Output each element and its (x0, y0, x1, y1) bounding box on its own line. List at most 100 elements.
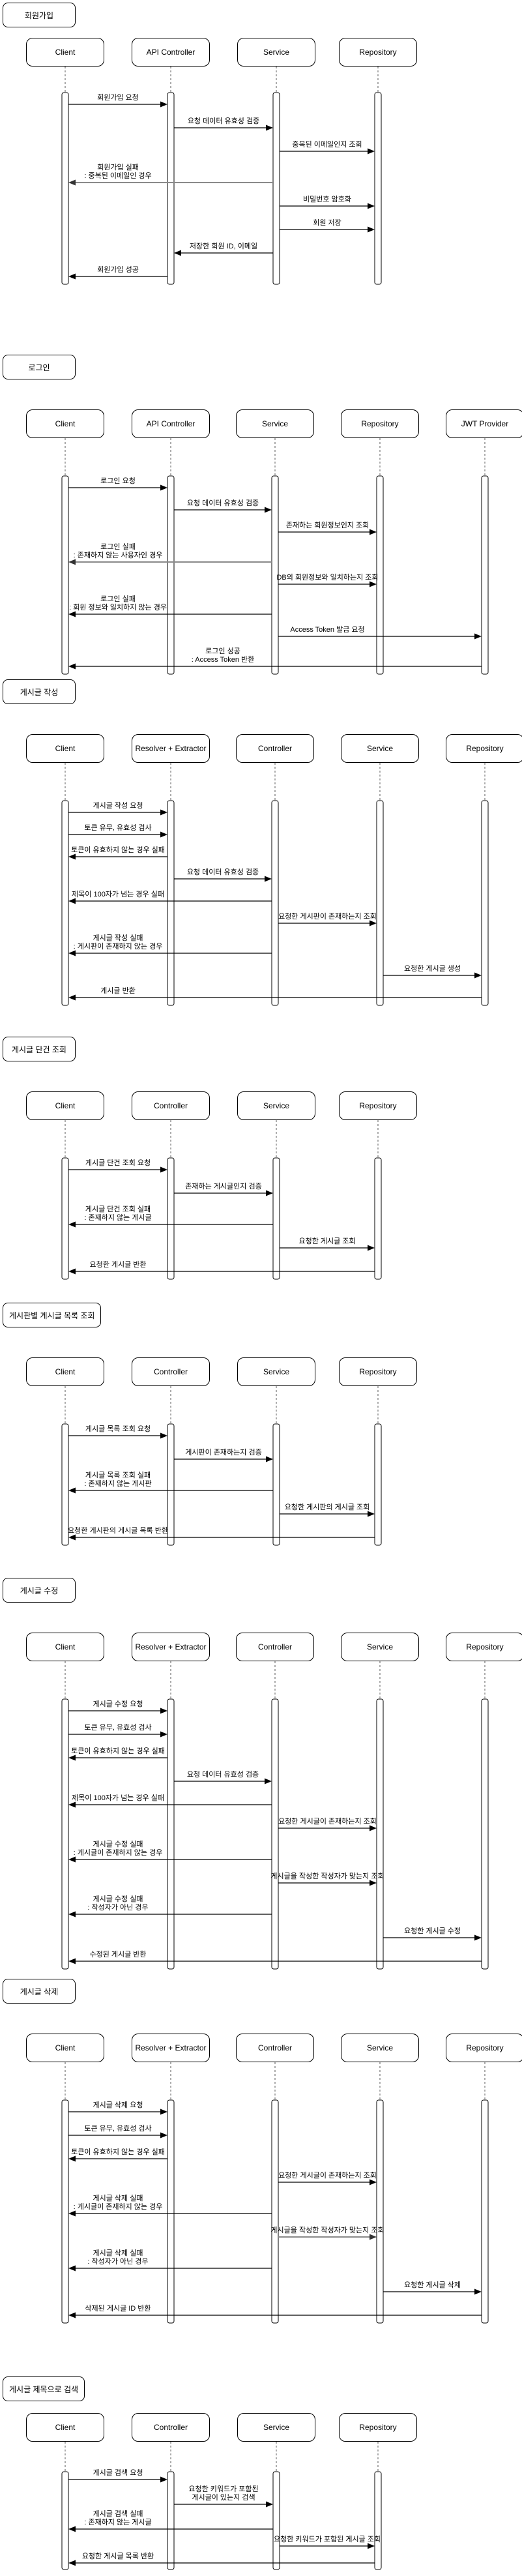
message-label: : 존재하지 않는 게시글 (84, 1213, 151, 1222)
message-arrow (280, 226, 375, 233)
message-arrowhead (368, 2543, 375, 2549)
participant-box: Client (26, 1091, 104, 1120)
activation-bar (167, 1698, 175, 1970)
message-arrowhead (174, 250, 181, 256)
message-arrowhead (68, 179, 76, 186)
message-arrowhead (68, 2526, 76, 2532)
message-label: 존재하는 게시글인지 검증 (185, 1181, 261, 1191)
message-label: 게시판이 존재하는지 검증 (185, 1447, 261, 1457)
participant-box: Resolver + Extractor (132, 734, 210, 763)
message-label: 제목이 100자가 넘는 경우 실패 (72, 1794, 164, 1802)
message-arrowhead (368, 1511, 375, 1517)
message-label: 토큰이 유효하지 않는 경우 실패 (71, 1746, 165, 1755)
activation-bar (374, 92, 382, 285)
activation-bar (61, 475, 69, 675)
message-arrowhead (370, 1825, 377, 1831)
message-arrow (174, 2501, 273, 2508)
activation-bar (167, 475, 175, 675)
message-arrow (68, 950, 272, 956)
message-label: 요청한 게시판이 존재하는지 조회 (278, 911, 377, 921)
diagram-title: 회원가입 (3, 3, 76, 27)
activation-bar (272, 92, 280, 285)
message-arrow (174, 1456, 273, 1462)
participant-box: Client (26, 1633, 104, 1661)
message-arrowhead (160, 831, 167, 838)
message-arrow (280, 203, 375, 209)
activation-bar (376, 475, 384, 675)
message-label: 게시글 삭제 요청 (93, 2101, 143, 2109)
activation-bar (272, 1157, 280, 1280)
message-label: 게시글 작성 요청 (93, 801, 143, 810)
message-arrowhead (265, 876, 272, 882)
activation-bar (167, 800, 175, 1006)
message-arrowhead (370, 529, 377, 535)
activation-bar (167, 2099, 175, 2324)
message-arrowhead (368, 226, 375, 233)
participant-box: Repository (446, 2034, 522, 2062)
message-arrowhead (68, 898, 76, 904)
activation-bar (61, 1157, 69, 1280)
message-arrowhead (68, 1911, 76, 1917)
message-arrow (68, 1432, 167, 1439)
participant-box: Controller (132, 2413, 210, 2442)
message-arrowhead (266, 1190, 273, 1196)
message-label: 요청한 게시글 생성 (404, 964, 461, 973)
participant-box: Service (237, 1091, 315, 1120)
message-label: 토큰 유무, 유효성 검사 (84, 823, 151, 832)
message-arrowhead (160, 484, 167, 491)
message-arrow (68, 663, 482, 670)
participant-box: Controller (236, 1633, 314, 1661)
message-label: DB의 회원정보와 일치하는지 조회 (276, 572, 378, 582)
message-label: 게시글 수정 요청 (93, 1700, 143, 1708)
participant-box: Client (26, 2413, 104, 2442)
message-arrowhead (68, 2210, 76, 2217)
message-arrow (68, 2526, 273, 2532)
message-arrowhead (68, 1221, 76, 1228)
message-label: 요청한 게시글 삭제 (404, 2281, 461, 2289)
message-arrow (68, 101, 167, 108)
message-arrowhead (68, 1856, 76, 1863)
message-arrow (68, 994, 482, 1001)
message-arrow (174, 876, 272, 882)
message-label: 요청한 게시판의 게시글 목록 반환 (68, 1526, 168, 1535)
message-label: : 존재하지 않는 사용자인 경우 (74, 550, 163, 559)
message-arrow (278, 581, 377, 587)
message-label: 비밀번호 암호화 (303, 195, 351, 203)
message-label: 게시글 목록 조회 요청 (85, 1425, 151, 1433)
activation-bar (374, 1423, 382, 1546)
message-label: 게시글이 있는지 검색 (192, 2493, 255, 2502)
message-arrowhead (160, 1708, 167, 1714)
message-arrow (68, 1166, 167, 1173)
message-label: : Access Token 반환 (192, 655, 254, 664)
message-arrowhead (68, 273, 76, 280)
message-arrow (68, 831, 167, 838)
participant-box: Repository (339, 1357, 417, 1386)
message-arrow (383, 2288, 482, 2295)
message-label: 회원가입 성공 (97, 265, 139, 274)
message-arrow (68, 1754, 167, 1761)
activation-bar (271, 800, 279, 1006)
message-arrowhead (368, 148, 375, 155)
message-arrow (68, 484, 167, 491)
activation-bar (61, 1698, 69, 1970)
message-label: : 회원 정보와 일치하지 않는 경우 (69, 602, 167, 612)
participant-box: Controller (132, 1091, 210, 1120)
message-arrow (383, 972, 482, 979)
message-arrow (174, 250, 273, 256)
participant-box: Service (237, 1357, 315, 1386)
message-arrow (278, 1825, 377, 1831)
message-label: 요청 데이터 유효성 검증 (187, 868, 259, 876)
diagram-title: 게시글 단건 조회 (3, 1037, 76, 1061)
message-label: 게시글 수정 실패 (93, 1895, 143, 1903)
message-label: 토큰 유무, 유효성 검사 (84, 2124, 151, 2133)
message-arrow (68, 1268, 375, 1275)
message-arrow (68, 1958, 482, 1964)
participant-box: Repository (446, 1633, 522, 1661)
message-arrow (174, 1778, 272, 1784)
participant-box: Client (26, 38, 104, 67)
diagram-title: 로그인 (3, 355, 76, 379)
message-arrowhead (68, 611, 76, 617)
